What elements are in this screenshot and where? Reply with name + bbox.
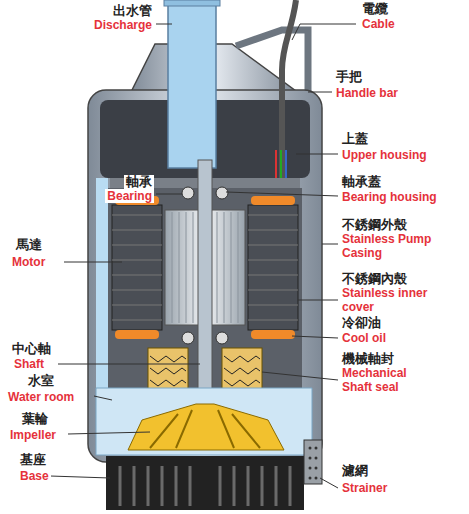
bearing (182, 332, 194, 344)
stator (248, 205, 298, 330)
part-label-chinese: 馬達 (14, 238, 44, 252)
impeller (128, 404, 284, 450)
part-label-chinese: 上蓋 (340, 132, 370, 146)
shaft-seal (222, 348, 262, 392)
part-label-english: Strainer (340, 481, 389, 495)
part-label-english: Base (18, 469, 51, 483)
part-label-english: Handle bar (334, 86, 400, 100)
part-label-english: Upper housing (340, 148, 429, 162)
handle (236, 30, 308, 94)
part-label-english: Bearing housing (340, 190, 439, 204)
seal-spring (224, 356, 260, 386)
part-label-chinese: 機械軸封 (340, 352, 396, 366)
part-label-chinese: 軸承蓋 (340, 175, 383, 189)
part-label-english: Stainless Pump Casing (340, 232, 462, 260)
part-label-chinese: 基座 (18, 453, 48, 467)
base (106, 456, 304, 510)
seal-spring (150, 356, 186, 386)
impeller-vane (150, 410, 260, 448)
part-label-chinese: 軸承 (124, 175, 154, 189)
part-label-chinese: 水室 (26, 374, 56, 388)
part-label-chinese: 葉輪 (20, 412, 50, 426)
part-label-chinese: 濾網 (340, 464, 370, 478)
stator (112, 205, 162, 330)
pipe-collar (164, 0, 220, 6)
cable (282, 0, 296, 180)
part-label-english: Discharge (92, 18, 154, 32)
part-label-english: Water room (6, 390, 76, 404)
part-label-chinese: 不銹鋼內殼 (340, 272, 409, 286)
part-label-chinese: 電纜 (360, 2, 390, 16)
shaft-seal (148, 348, 188, 392)
bearing (216, 332, 228, 344)
discharge-pipe (168, 0, 216, 168)
strainer (304, 440, 322, 484)
part-label-chinese: 不銹鋼外殼 (340, 218, 409, 232)
part-label-english: Impeller (8, 428, 58, 442)
base-slots (120, 466, 290, 506)
bearing (216, 187, 228, 199)
leader-lines (50, 24, 356, 488)
part-label-chinese: 冷卻油 (340, 316, 383, 330)
part-label-english: Mechanical Shaft seal (340, 366, 432, 394)
part-label-english: Stainless inner cover (340, 286, 456, 314)
part-label-english: Motor (10, 255, 47, 269)
part-label-chinese: 手把 (334, 70, 364, 84)
part-label-english: Shaft (12, 357, 46, 371)
part-label-chinese: 中心軸 (10, 342, 53, 356)
water-passage (96, 178, 108, 388)
bearing (182, 187, 194, 199)
part-label-english: Cable (360, 17, 397, 31)
coil (251, 196, 295, 205)
part-label-english: Bearing (105, 189, 154, 203)
part-label-chinese: 出水管 (111, 4, 154, 18)
water-room (96, 388, 312, 455)
coil (115, 330, 159, 339)
part-label-english: Cool oil (340, 331, 388, 345)
strainer-holes (309, 447, 318, 480)
coil (251, 330, 295, 339)
